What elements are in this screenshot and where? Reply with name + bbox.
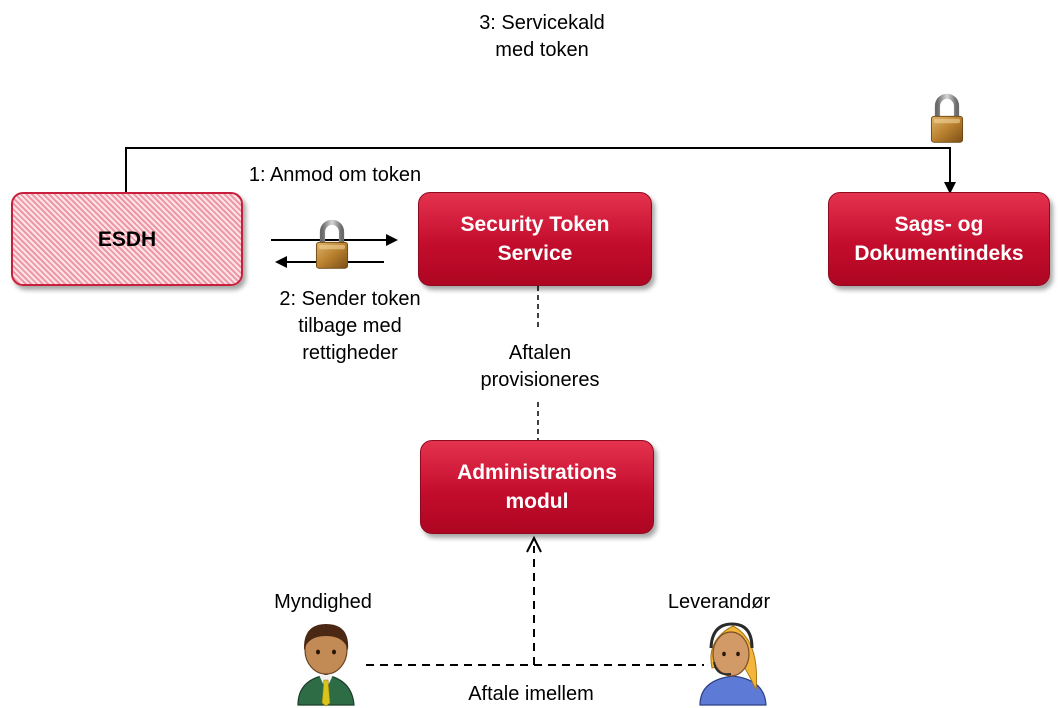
padlock-icon bbox=[931, 96, 962, 142]
service-call-label: 3: Servicekald med token bbox=[479, 12, 605, 61]
provisioned-label: Aftalen provisioneres bbox=[480, 342, 600, 391]
send-back-label: 2: Sender token tilbage med rettigheder bbox=[279, 288, 421, 364]
administrations-modul-box: Administrations modul bbox=[420, 440, 654, 534]
security-token-service-box: Security Token Service bbox=[418, 192, 652, 286]
businessman-icon bbox=[297, 624, 355, 707]
agreement-label: Aftale imellem bbox=[468, 683, 594, 705]
agreement-arrowhead bbox=[526, 535, 542, 553]
support-agent-icon bbox=[699, 622, 767, 706]
request-token-label: 1: Anmod om token bbox=[248, 164, 422, 186]
esdh-box: ESDH bbox=[11, 192, 243, 286]
request-arrow bbox=[271, 234, 398, 246]
service-call-connector bbox=[125, 147, 956, 194]
sags-og-dokumentindeks-box: Sags- og Dokumentindeks bbox=[828, 192, 1050, 286]
supplier-label: Leverandør bbox=[667, 591, 771, 613]
padlock-icon bbox=[316, 222, 347, 268]
authority-label: Myndighed bbox=[274, 591, 372, 613]
